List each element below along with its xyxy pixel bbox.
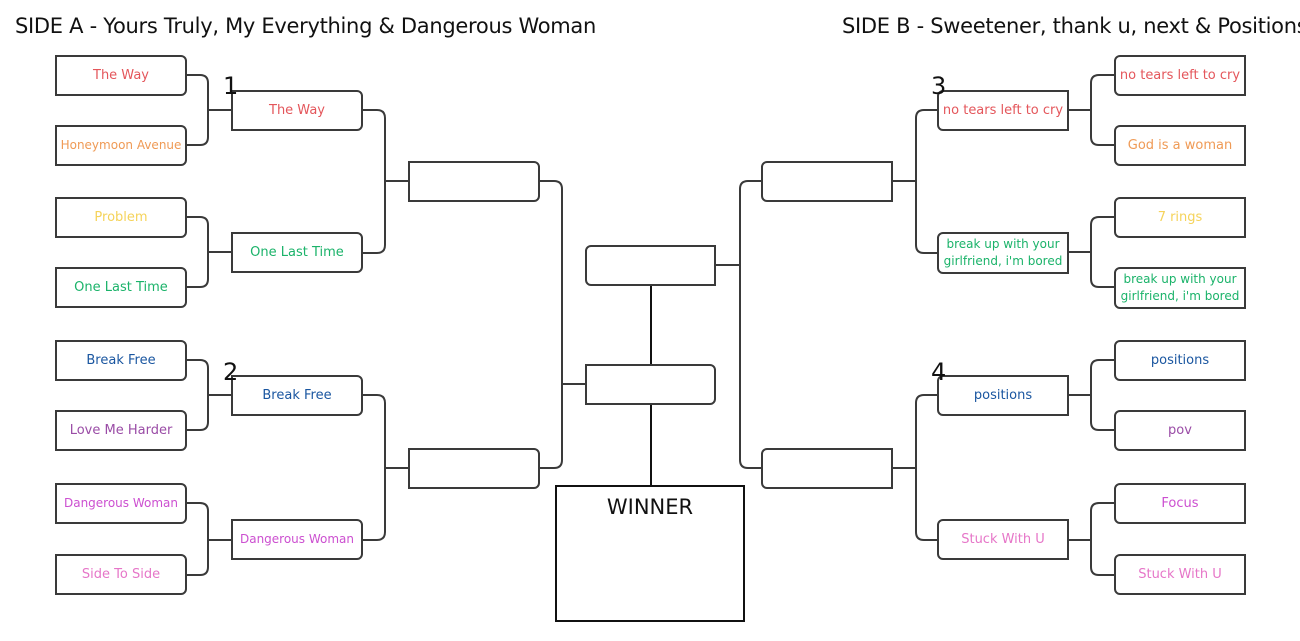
slot-label: break up with your girlfriend, i'm bored xyxy=(1120,272,1240,303)
side-b-title: SIDE B - Sweetener, thank u, next & Posi… xyxy=(842,14,1300,38)
side-a-r1-slot-5[interactable]: Break Free xyxy=(55,340,187,381)
slot-label: positions xyxy=(973,388,1033,403)
side-a-r1-slot-7[interactable]: Dangerous Woman xyxy=(55,483,187,524)
side-b-r1-slot-8[interactable]: Stuck With U xyxy=(1114,554,1246,595)
side-a-r1-slot-4[interactable]: One Last Time xyxy=(55,267,187,308)
side-b-r1-slot-1[interactable]: no tears left to cry xyxy=(1114,55,1246,96)
slot-label: The Way xyxy=(93,68,149,83)
slot-label: 7 rings xyxy=(1157,210,1203,225)
side-a-r3-slot-1[interactable] xyxy=(408,161,540,202)
side-a-title: SIDE A - Yours Truly, My Everything & Da… xyxy=(15,14,596,38)
winner-label: WINNER xyxy=(606,495,694,519)
slot-label: Problem xyxy=(94,210,148,225)
slot-label: Break Free xyxy=(86,353,156,368)
side-b-r2-slot-1[interactable]: no tears left to cry xyxy=(937,90,1069,131)
winner-box[interactable]: WINNER xyxy=(555,485,745,622)
side-a-r2-slot-2[interactable]: One Last Time xyxy=(231,232,363,273)
slot-label: God is a woman xyxy=(1127,138,1233,153)
slot-label: Honeymoon Avenue xyxy=(60,138,182,152)
seed-number-1: 1 xyxy=(223,72,239,100)
finalist-slot-side-a[interactable] xyxy=(585,364,716,405)
slot-label: Break Free xyxy=(262,388,332,403)
side-a-r2-slot-4[interactable]: Dangerous Woman xyxy=(231,519,363,560)
slot-label: One Last Time xyxy=(74,280,168,295)
finalist-slot-side-b[interactable] xyxy=(585,245,716,286)
side-a-r3-slot-2[interactable] xyxy=(408,448,540,489)
side-a-r2-slot-3[interactable]: Break Free xyxy=(231,375,363,416)
side-b-r3-slot-2[interactable] xyxy=(761,448,893,489)
side-a-r1-slot-6[interactable]: Love Me Harder xyxy=(55,410,187,451)
side-a-r1-slot-3[interactable]: Problem xyxy=(55,197,187,238)
slot-label: no tears left to cry xyxy=(942,103,1064,118)
side-b-r1-slot-5[interactable]: positions xyxy=(1114,340,1246,381)
slot-label: pov xyxy=(1168,423,1192,438)
slot-label: break up with your girlfriend, i'm bored xyxy=(943,237,1063,268)
seed-number-3: 3 xyxy=(931,72,947,100)
side-a-r1-slot-8[interactable]: Side To Side xyxy=(55,554,187,595)
slot-label: Side To Side xyxy=(81,567,161,582)
slot-label: Stuck With U xyxy=(1138,567,1222,582)
slot-label: Dangerous Woman xyxy=(239,532,355,546)
side-a-r1-slot-2[interactable]: Honeymoon Avenue xyxy=(55,125,187,166)
side-b-r2-slot-2[interactable]: break up with your girlfriend, i'm bored xyxy=(937,232,1069,274)
side-b-r1-slot-7[interactable]: Focus xyxy=(1114,483,1246,524)
side-a-r1-slot-1[interactable]: The Way xyxy=(55,55,187,96)
seed-number-2: 2 xyxy=(223,358,239,386)
side-b-r3-slot-1[interactable] xyxy=(761,161,893,202)
slot-label: Dangerous Woman xyxy=(63,496,179,510)
slot-label: positions xyxy=(1150,353,1210,368)
slot-label: Focus xyxy=(1161,496,1199,511)
side-b-r1-slot-3[interactable]: 7 rings xyxy=(1114,197,1246,238)
side-b-r1-slot-2[interactable]: God is a woman xyxy=(1114,125,1246,166)
slot-label: Stuck With U xyxy=(961,532,1045,547)
side-b-r1-slot-6[interactable]: pov xyxy=(1114,410,1246,451)
slot-label: no tears left to cry xyxy=(1119,68,1241,83)
side-b-r2-slot-3[interactable]: positions xyxy=(937,375,1069,416)
slot-label: Love Me Harder xyxy=(69,423,173,438)
side-b-r2-slot-4[interactable]: Stuck With U xyxy=(937,519,1069,560)
slot-label: The Way xyxy=(269,103,325,118)
side-a-r2-slot-1[interactable]: The Way xyxy=(231,90,363,131)
seed-number-4: 4 xyxy=(931,358,947,386)
slot-label: One Last Time xyxy=(250,245,344,260)
side-b-r1-slot-4[interactable]: break up with your girlfriend, i'm bored xyxy=(1114,267,1246,309)
